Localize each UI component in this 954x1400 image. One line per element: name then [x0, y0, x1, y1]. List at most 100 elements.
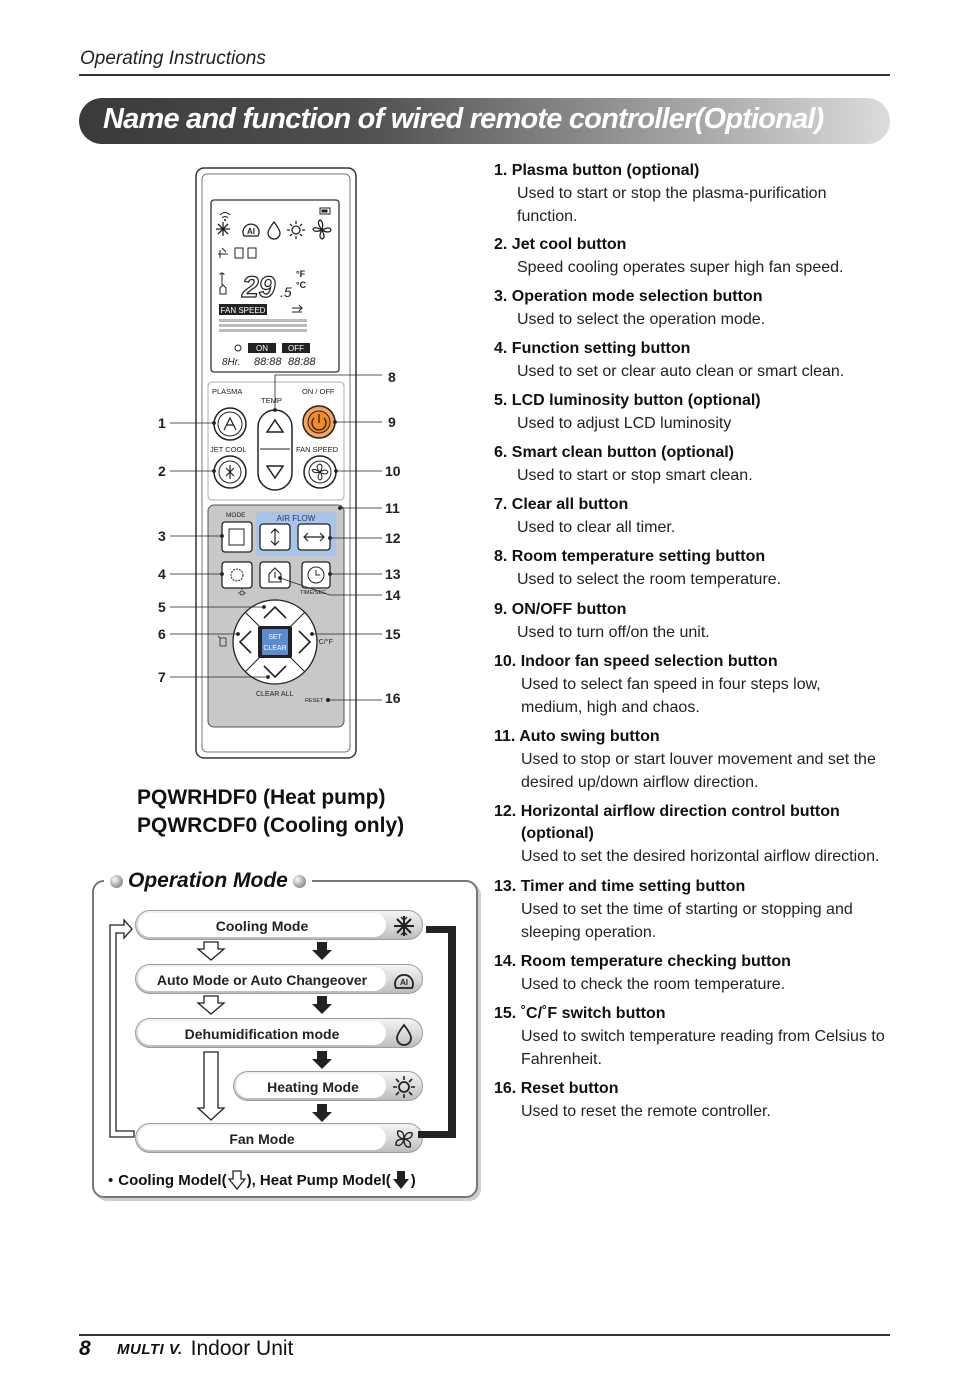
- callout-5: 5: [158, 599, 166, 615]
- item-desc: medium, high and chaos.: [521, 699, 700, 716]
- mode-pill-heating: Heating Mode: [233, 1071, 423, 1101]
- label-temp: TEMP: [261, 396, 282, 405]
- label-mode: MODE: [226, 512, 246, 519]
- item-title: 3. Operation mode selection button: [494, 288, 763, 305]
- item-title: 8. Room temperature setting button: [494, 548, 766, 565]
- lcd-hours: 8Hr.: [222, 357, 241, 368]
- footer: 8 MULTI V. Indoor Unit: [79, 1335, 293, 1363]
- item-desc: Fahrenheit.: [521, 1051, 602, 1068]
- snowflake-icon: [394, 916, 414, 936]
- list-item: 15. ˚C/˚F switch button Used to switch t…: [494, 1003, 894, 1071]
- mode-label-cooling: Cooling Mode: [215, 918, 309, 934]
- list-item: 9. ON/OFF button Used to turn off/on the…: [494, 599, 894, 644]
- header-rule: [79, 74, 890, 76]
- item-desc: Used to clear all timer.: [517, 519, 676, 536]
- mode-label-fan: Fan Mode: [229, 1131, 295, 1147]
- item-desc: Used to reset the remote controller.: [521, 1103, 771, 1120]
- list-item: 14. Room temperature checking button Use…: [494, 951, 894, 996]
- list-item: 8. Room temperature setting button Used …: [494, 546, 894, 591]
- mode-pill-auto: Auto Mode or Auto Changeover AI: [135, 964, 423, 994]
- lcd-fan-speed: FAN SPEED: [221, 306, 266, 315]
- item-title: (optional): [521, 825, 594, 842]
- fan-icon: [395, 1130, 413, 1148]
- item-desc: Used to check the room temperature.: [521, 976, 786, 993]
- mode-pill-dehumidification: Dehumidification mode: [135, 1018, 423, 1048]
- list-item: 3. Operation mode selection button Used …: [494, 286, 894, 331]
- sun-icon: [393, 1076, 415, 1098]
- list-item: 6. Smart clean button (optional) Used to…: [494, 442, 894, 487]
- item-title: 9. ON/OFF button: [494, 601, 627, 618]
- item-title: 1. Plasma button (optional): [494, 162, 700, 179]
- title-banner: Name and function of wired remote contro…: [79, 98, 890, 144]
- item-title: 13. Timer and time setting button: [494, 878, 746, 895]
- callout-6: 6: [158, 626, 166, 642]
- label-reset: RESET: [305, 698, 324, 704]
- label-time-sec: TIME/SEC: [300, 590, 326, 596]
- label-on-off: ON / OFF: [302, 387, 335, 396]
- section-header: Operating Instructions: [80, 48, 266, 69]
- callout-1: 1: [158, 415, 166, 431]
- item-title: 11. Auto swing button: [494, 728, 660, 745]
- callout-13: 13: [385, 566, 401, 582]
- item-title: 15. ˚C/˚F switch button: [494, 1005, 666, 1022]
- callout-8: 8: [388, 369, 396, 385]
- item-desc: Used to select the room temperature.: [517, 571, 782, 588]
- lcd-off: OFF: [288, 344, 304, 353]
- hollow-arrow-icon: [227, 1170, 246, 1190]
- footer-rule: [79, 1334, 890, 1336]
- label-set: SET: [268, 634, 282, 641]
- item-desc: Used to set the time of starting or stop…: [521, 901, 853, 918]
- lcd-temperature-decimal: .5: [280, 284, 292, 300]
- label-clear: CLEAR: [263, 645, 286, 652]
- bullet-dot: [110, 874, 123, 888]
- function-setting-button: [221, 561, 253, 589]
- lcd-temperature: 29: [241, 271, 276, 304]
- callout-7: 7: [158, 669, 166, 685]
- mode-button: [221, 521, 253, 553]
- list-item: 2. Jet cool button Speed cooling operate…: [494, 234, 894, 279]
- item-desc: Used to adjust LCD luminosity: [517, 415, 732, 432]
- lcd-timer-2: 88:88: [288, 356, 316, 368]
- mode-label-dehumidification: Dehumidification mode: [184, 1026, 340, 1042]
- operation-mode-title: Operation Mode: [128, 869, 288, 892]
- solid-arrow-icon: [392, 1171, 409, 1189]
- list-item: 7. Clear all button Used to clear all ti…: [494, 494, 894, 539]
- plasma-button: [213, 407, 247, 441]
- note-cooling-model: Cooling Model(: [118, 1171, 227, 1189]
- mode-label-auto: Auto Mode or Auto Changeover: [156, 972, 368, 988]
- item-desc: Speed cooling operates super high fan sp…: [517, 259, 844, 276]
- item-desc: Used to start or stop smart clean.: [517, 467, 753, 484]
- model-cooling-only: PQWRCDF0 (Cooling only): [137, 814, 405, 837]
- item-desc: Used to set or clear auto clean or smart…: [517, 363, 845, 380]
- item-desc: Used to select the operation mode.: [517, 311, 766, 328]
- operation-mode-heading: Operation Mode: [104, 866, 312, 896]
- item-title: 12. Horizontal airflow direction control…: [494, 803, 840, 820]
- lcd-on: ON: [256, 344, 268, 353]
- lcd-timer-1: 88:88: [254, 356, 282, 368]
- item-desc: desired up/down airflow direction.: [521, 774, 759, 791]
- list-item: 10. Indoor fan speed selection button Us…: [494, 651, 894, 719]
- item-desc: sleeping operation.: [521, 924, 657, 941]
- battery-icon: [319, 207, 331, 215]
- list-item: 13. Timer and time setting button Used t…: [494, 876, 894, 944]
- callout-2: 2: [158, 463, 166, 479]
- item-desc: function.: [517, 208, 578, 225]
- note-close: ): [410, 1171, 416, 1189]
- callout-16: 16: [385, 690, 401, 706]
- item-title: 4. Function setting button: [494, 340, 691, 357]
- brand-logo: MULTI V.: [117, 1340, 183, 1358]
- label-clear-all: CLEAR ALL: [256, 691, 293, 698]
- item-desc: Used to set the desired horizontal airfl…: [521, 848, 880, 865]
- item-title: 10. Indoor fan speed selection button: [494, 653, 778, 670]
- list-item: 11. Auto swing button Used to stop or st…: [494, 726, 894, 794]
- callout-9: 9: [388, 414, 396, 430]
- page-number: 8: [79, 1337, 91, 1360]
- lcd-unit-c: °C: [296, 280, 307, 290]
- mode-pill-cooling: Cooling Mode: [135, 910, 423, 940]
- page-title: Name and function of wired remote contro…: [103, 103, 824, 135]
- model-heat-pump: PQWRHDF0 (Heat pump): [137, 786, 386, 809]
- callout-15: 15: [385, 626, 401, 642]
- item-desc: Used to select fan speed in four steps l…: [521, 676, 821, 693]
- mode-flow-arrows: [109, 918, 456, 1138]
- callout-14: 14: [385, 587, 401, 603]
